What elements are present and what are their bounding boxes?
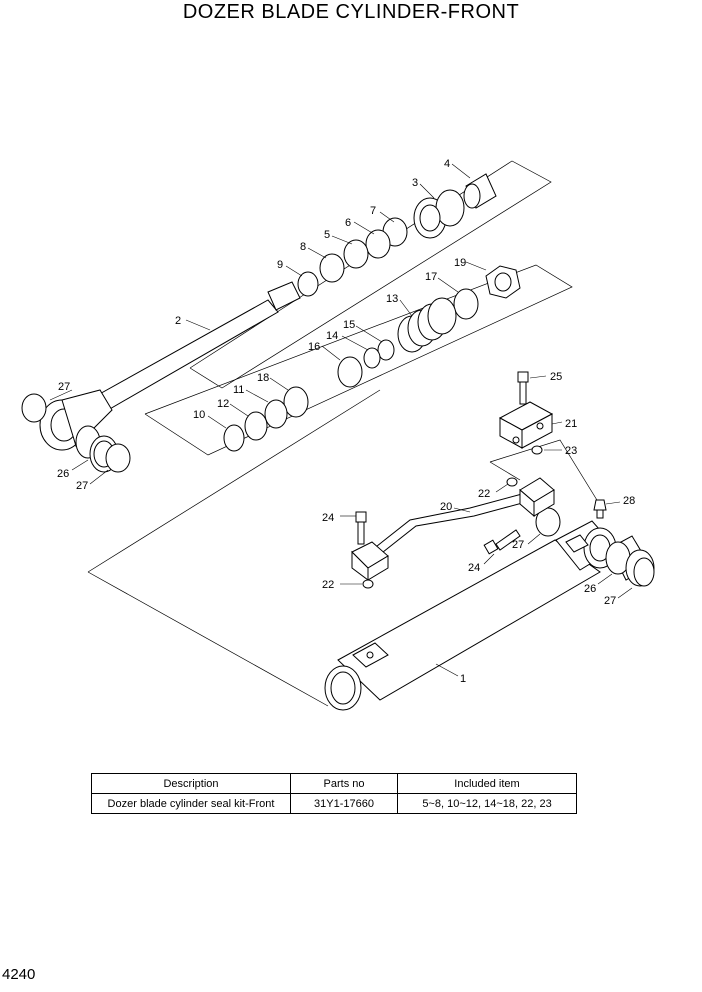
bolt-part-24-lower <box>483 529 521 555</box>
ring-part-6 <box>365 229 391 259</box>
callout-8: 8 <box>300 241 306 253</box>
grease-nipple-part-28 <box>593 499 607 519</box>
callout-17: 17 <box>425 271 437 283</box>
dust-seal-left-part-27-lower <box>105 443 131 473</box>
header-parts-no: Parts no <box>290 773 398 794</box>
callout-18: 18 <box>257 372 269 384</box>
cell-included-item: 5~8, 10~12, 14~18, 22, 23 <box>397 793 577 814</box>
callout-24-lower: 24 <box>468 562 480 574</box>
cell-parts-no: 31Y1-17660 <box>290 793 398 814</box>
callout-3: 3 <box>412 177 418 189</box>
page-number: 4240 <box>2 966 36 983</box>
callout-2: 2 <box>175 315 181 327</box>
callout-28: 28 <box>623 495 635 507</box>
valve-block-part-21 <box>498 401 554 449</box>
o-ring-part-23 <box>531 445 543 455</box>
ring-part-18 <box>283 386 309 418</box>
table-row: Dozer blade cylinder seal kit-Front 31Y1… <box>91 793 577 814</box>
callout-20: 20 <box>440 501 452 513</box>
callout-26-left: 26 <box>57 468 69 480</box>
ring-part-12 <box>244 411 268 441</box>
callout-labels: 4 3 7 6 5 8 9 2 19 17 13 15 14 16 18 11 … <box>57 158 635 685</box>
callout-27-left-upper: 27 <box>58 381 70 393</box>
callout-7: 7 <box>370 205 376 217</box>
callout-10: 10 <box>193 409 205 421</box>
callout-27-right-lower: 27 <box>604 595 616 607</box>
o-ring-part-22-upper <box>506 477 518 487</box>
seal-kit-table: Description Parts no Included item Dozer… <box>91 773 577 814</box>
dust-seal-left-part-27-upper <box>21 393 47 423</box>
header-description: Description <box>91 773 291 794</box>
page-title: DOZER BLADE CYLINDER-FRONT <box>182 1 520 23</box>
piston-part-13 <box>397 297 457 353</box>
callout-14: 14 <box>326 330 338 342</box>
bolt-part-24-upper <box>355 511 367 545</box>
ring-part-5 <box>343 239 369 269</box>
ring-part-9 <box>297 271 319 297</box>
bushing-part-4 <box>463 173 497 209</box>
callout-21: 21 <box>565 418 577 430</box>
o-ring-part-22-lower <box>362 579 374 589</box>
callout-5: 5 <box>324 229 330 241</box>
callout-4: 4 <box>444 158 450 170</box>
callout-22-upper: 22 <box>478 488 490 500</box>
callout-1: 1 <box>460 673 466 685</box>
callout-27-right-upper: 27 <box>512 539 524 551</box>
callout-23: 23 <box>565 445 577 457</box>
piston-rod-part-2 <box>39 281 301 451</box>
ring-part-11 <box>264 399 288 429</box>
ring-part-10 <box>223 424 245 452</box>
callout-15: 15 <box>343 319 355 331</box>
callout-19: 19 <box>454 257 466 269</box>
cell-description: Dozer blade cylinder seal kit-Front <box>91 793 291 814</box>
ring-part-14 <box>363 347 381 369</box>
callout-6: 6 <box>345 217 351 229</box>
wear-ring-part-16 <box>337 356 363 388</box>
header-included-item: Included item <box>397 773 577 794</box>
callout-16: 16 <box>308 341 320 353</box>
bolt-part-25 <box>517 371 529 405</box>
callout-11: 11 <box>233 384 244 396</box>
callout-9: 9 <box>277 259 283 271</box>
rod-cover-part-3 <box>413 189 465 239</box>
callout-26-right: 26 <box>584 583 596 595</box>
callout-22-lower: 22 <box>322 579 334 591</box>
nut-part-19 <box>485 265 521 299</box>
callout-27-left-lower: 27 <box>76 480 88 492</box>
table-header-row: Description Parts no Included item <box>91 773 577 794</box>
ring-part-15 <box>377 339 395 361</box>
callout-25: 25 <box>550 371 562 383</box>
callout-13: 13 <box>386 293 398 305</box>
ring-part-8 <box>319 253 345 283</box>
leader-lines <box>49 163 633 677</box>
bushing-right-part-26 <box>605 535 655 587</box>
pipe-part-20 <box>351 477 555 581</box>
callout-12: 12 <box>217 398 229 410</box>
ring-part-17 <box>453 288 479 320</box>
callout-24-upper: 24 <box>322 512 334 524</box>
